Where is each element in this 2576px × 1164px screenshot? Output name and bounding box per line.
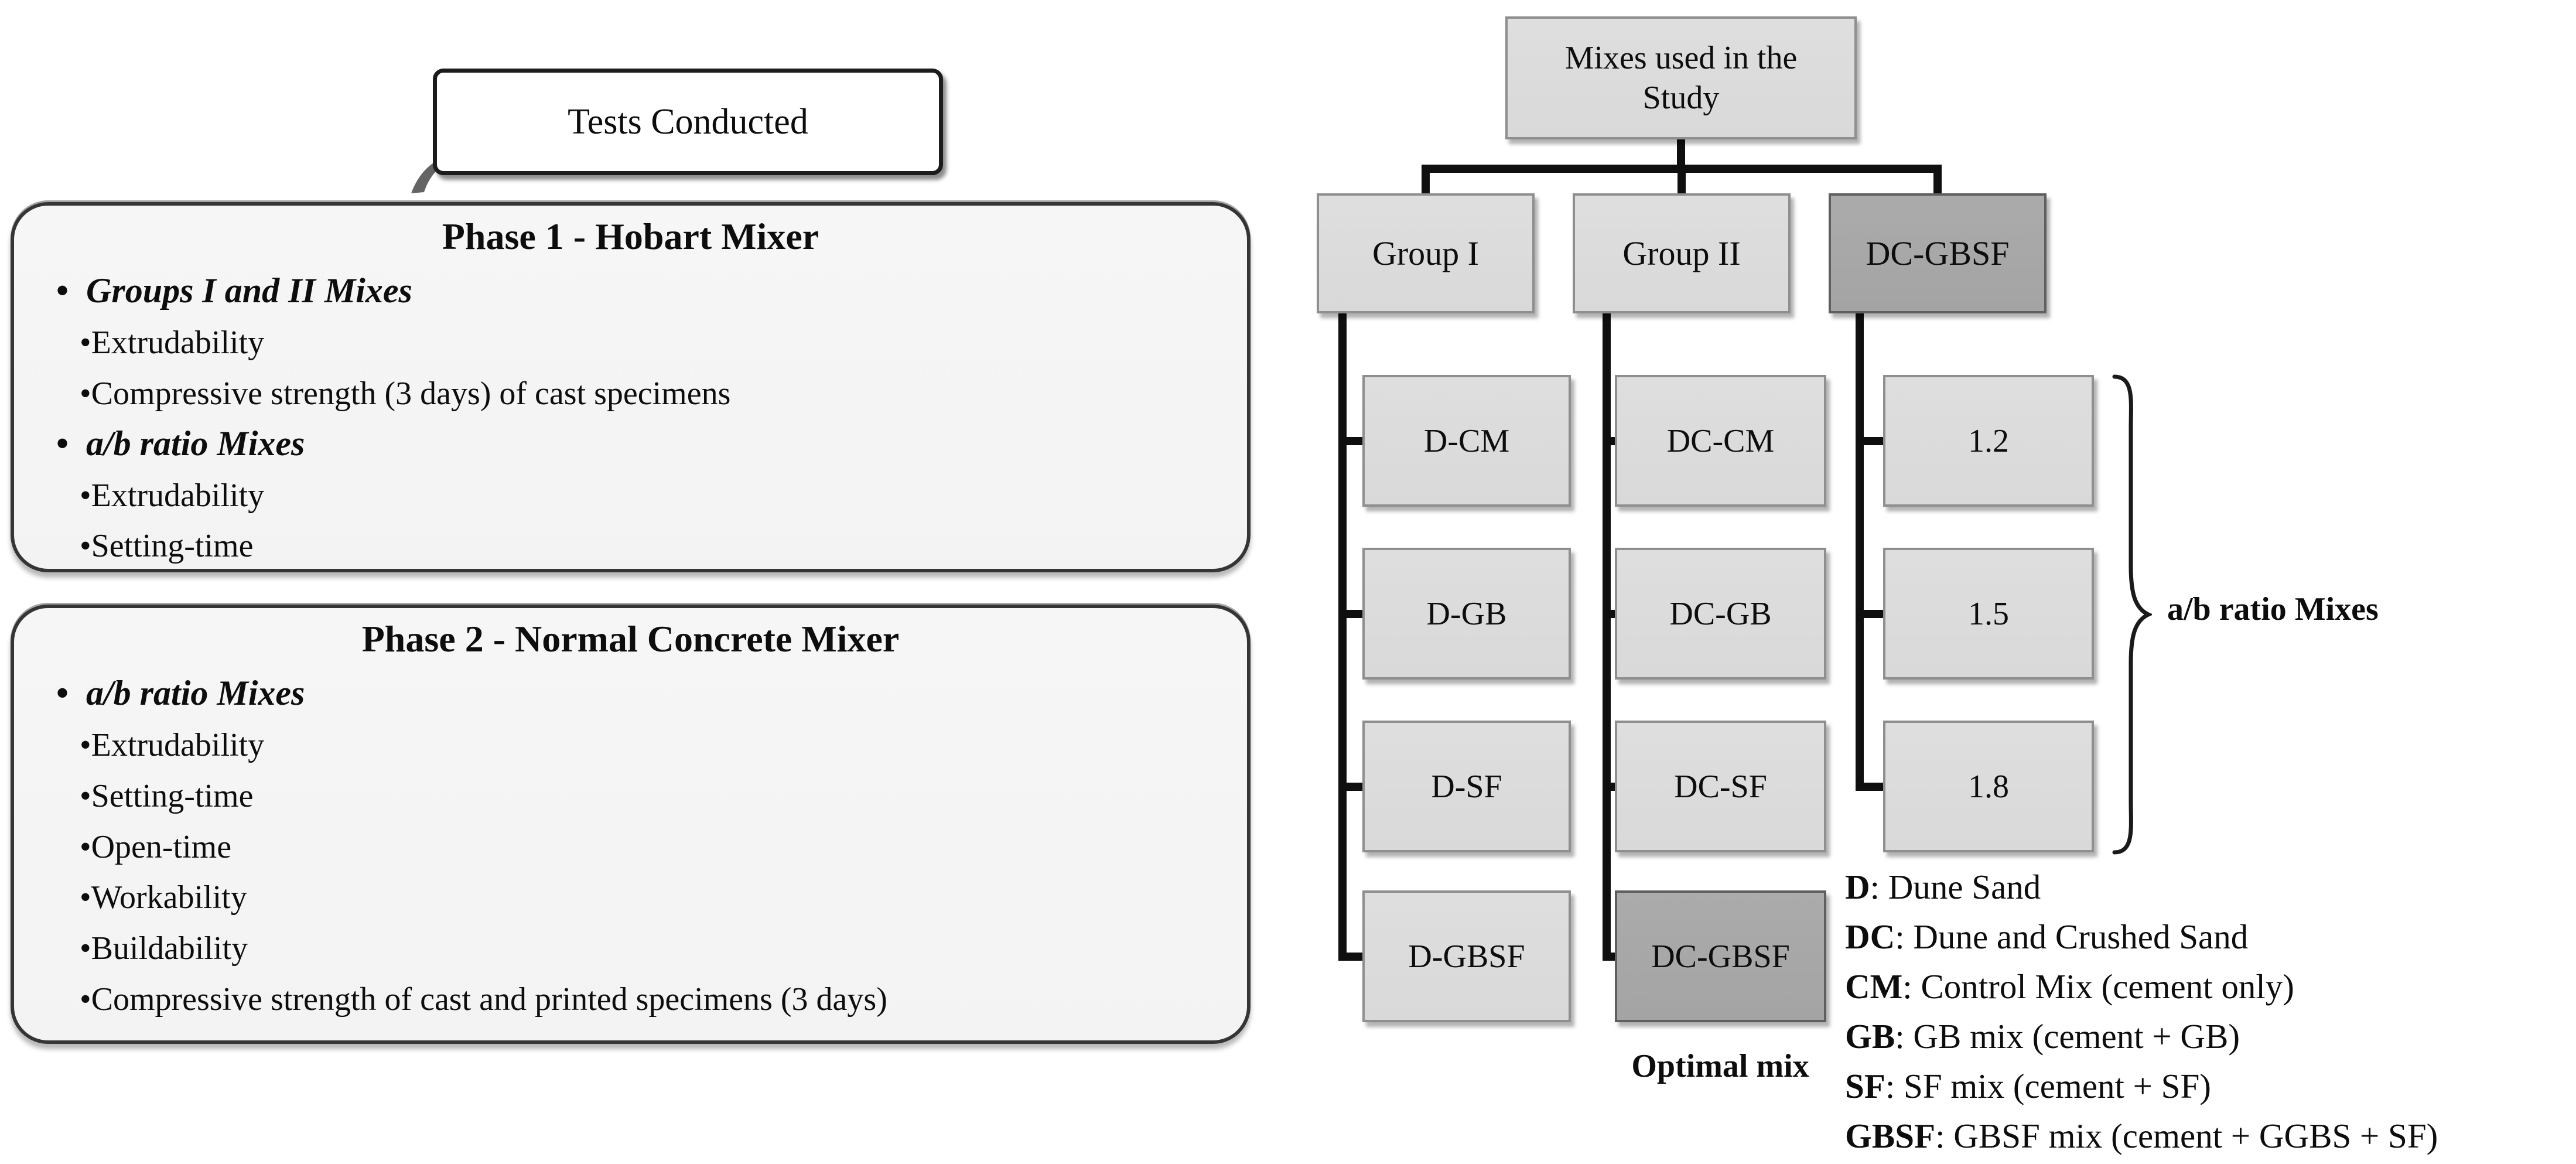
connector-line: [1338, 782, 1368, 791]
phase1-box: Phase 1 - Hobart Mixer Groups I and II M…: [11, 202, 1251, 572]
legend-entry: GBSF: GBSF mix (cement + GGBS + SF): [1845, 1111, 2438, 1161]
connector-line: [1856, 609, 1889, 618]
ab-ratio-brace-label: a/b ratio Mixes: [2167, 591, 2379, 627]
connector-line: [1338, 952, 1368, 961]
tree-node-dc-sf: DC-SF: [1615, 721, 1826, 852]
connector-line: [1856, 436, 1889, 445]
legend-definition: : Control Mix (cement only): [1902, 967, 2294, 1006]
phase-list-item: Open-time: [14, 830, 1224, 865]
legend-entry: GB: GB mix (cement + GB): [1845, 1012, 2438, 1061]
phase-list-item: Extrudability: [14, 326, 1224, 360]
tree-root-label: Mixes used in the Study: [1564, 39, 1798, 116]
connector-line: [1678, 165, 1686, 200]
legend-entry: SF: SF mix (cement + SF): [1845, 1061, 2438, 1111]
legend-term: GBSF: [1845, 1117, 1936, 1155]
phase-list-item: Compressive strength (3 days) of cast sp…: [14, 376, 1224, 411]
tree-node-d-cm: D-CM: [1362, 375, 1571, 507]
tree-node-d-sf: D-SF: [1362, 721, 1571, 852]
phase-list-item: Groups I and II Mixes: [14, 272, 1224, 309]
legend-term: CM: [1845, 967, 1903, 1006]
legend-definition: : SF mix (cement + SF): [1885, 1067, 2211, 1105]
connector-line: [1677, 136, 1685, 173]
tree-node-1.5: 1.5: [1883, 548, 2094, 680]
legend-term: GB: [1845, 1017, 1895, 1056]
tests-conducted-label: Tests Conducted: [568, 101, 808, 142]
phase-list-item: Buildability: [14, 931, 1224, 966]
tree-node-dc-cm: DC-CM: [1615, 375, 1826, 507]
legend-entry: DC: Dune and Crushed Sand: [1845, 912, 2438, 962]
tree-node-d-gb: D-GB: [1362, 548, 1571, 680]
tree-node-d-gbsf: D-GBSF: [1362, 890, 1571, 1022]
legend-term: DC: [1845, 917, 1895, 956]
connector-line: [1338, 309, 1347, 961]
tree-node-dc-gbsf: DC-GBSF: [1615, 890, 1826, 1022]
tree-root-node: Mixes used in the Study: [1505, 16, 1857, 139]
legend-definition: : GBSF mix (cement + GGBS + SF): [1935, 1117, 2438, 1155]
legend-definition: : Dune Sand: [1870, 868, 2041, 906]
legend-term: SF: [1845, 1067, 1885, 1105]
phase2-box: Phase 2 - Normal Concrete Mixer a/b rati…: [11, 605, 1251, 1044]
connector-line: [1338, 609, 1368, 618]
phase-list-item: Setting-time: [14, 779, 1224, 814]
legend-term: D: [1845, 868, 1870, 906]
phase-list-item: Compressive strength of cast and printed…: [14, 982, 1224, 1017]
connector-line: [1856, 782, 1889, 791]
connector-line: [1933, 165, 1942, 200]
phase-list-item: Workability: [14, 880, 1224, 915]
legend-definition: : GB mix (cement + GB): [1895, 1017, 2240, 1056]
tree-node-group-ii: Group II: [1573, 193, 1791, 313]
phase2-title: Phase 2 - Normal Concrete Mixer: [361, 618, 900, 660]
tree-node-group-i: Group I: [1317, 193, 1535, 313]
phase-list-item: Extrudability: [14, 478, 1224, 513]
phase1-title: Phase 1 - Hobart Mixer: [442, 216, 819, 257]
tests-conducted-box: Tests Conducted: [433, 69, 943, 175]
tree-node-1.2: 1.2: [1883, 375, 2094, 507]
connector-line: [1422, 165, 1430, 200]
legend-entry: D: Dune Sand: [1845, 862, 2438, 912]
brace-icon: [2112, 374, 2152, 855]
legend-entry: CM: Control Mix (cement only): [1845, 962, 2438, 1012]
phase-list-item: a/b ratio Mixes: [14, 675, 1224, 712]
phase-list-item: a/b ratio Mixes: [14, 425, 1224, 462]
tree-node-dc-gb: DC-GB: [1615, 548, 1826, 680]
phase1-list: Groups I and II MixesExtrudabilityCompre…: [14, 272, 1247, 564]
tree-node-dc-gbsf: DC-GBSF: [1829, 193, 2047, 313]
connector-line: [1603, 309, 1611, 961]
connector-line: [1338, 436, 1368, 445]
phase2-list: a/b ratio MixesExtrudabilitySetting-time…: [14, 675, 1247, 1017]
connector-line: [1856, 309, 1864, 791]
optimal-mix-label: Optimal mix: [1631, 1048, 1809, 1084]
phase-list-item: Extrudability: [14, 728, 1224, 763]
legend-definition: : Dune and Crushed Sand: [1895, 917, 2249, 956]
phase-list-item: Setting-time: [14, 529, 1224, 564]
tree-node-1.8: 1.8: [1883, 721, 2094, 852]
